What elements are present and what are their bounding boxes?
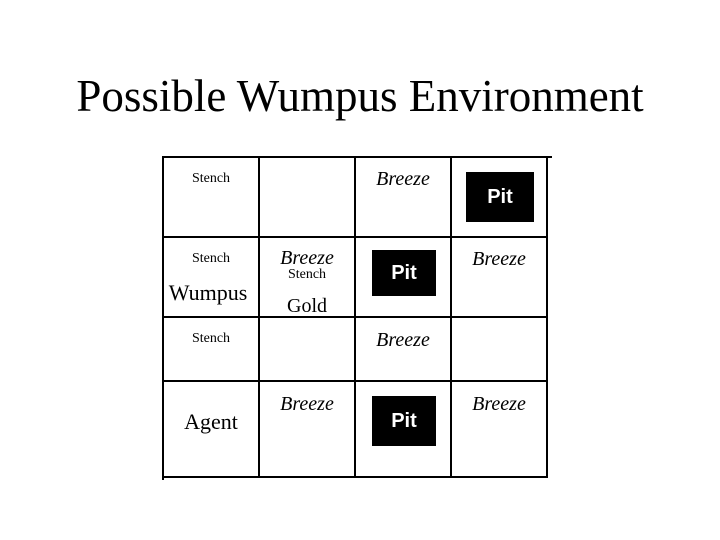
grid-cell-r4c2: Breeze bbox=[260, 382, 356, 478]
breeze-label: Breeze bbox=[376, 168, 430, 190]
grid-cell-r1c4: Pit bbox=[452, 158, 548, 238]
pit-block: Pit bbox=[372, 396, 436, 446]
grid-cell-r2c4: Breeze bbox=[452, 238, 548, 318]
stench-label: Stench bbox=[287, 267, 327, 282]
gold-label: Gold bbox=[287, 295, 327, 317]
grid-cell-r4c3: Pit bbox=[356, 382, 452, 478]
breeze-label: Breeze bbox=[280, 247, 334, 269]
grid-cell-r4c1: Agent bbox=[164, 382, 260, 478]
stench-label: Stench bbox=[191, 171, 231, 186]
pit-block: Pit bbox=[372, 250, 436, 296]
agent-label: Agent bbox=[184, 409, 238, 434]
breeze-label: Breeze bbox=[472, 393, 526, 415]
wumpus-grid: Stench Breeze Pit Stench Wumpus Breeze S… bbox=[162, 156, 552, 480]
grid-cell-r2c1: Stench Wumpus bbox=[164, 238, 260, 318]
grid-cell-r1c2 bbox=[260, 158, 356, 238]
grid-cell-r3c3: Breeze bbox=[356, 318, 452, 382]
grid-cell-r1c1: Stench bbox=[164, 158, 260, 238]
wumpus-label: Wumpus bbox=[168, 280, 248, 305]
grid-cell-r1c3: Breeze bbox=[356, 158, 452, 238]
grid-cell-r3c1: Stench bbox=[164, 318, 260, 382]
grid-cell-r3c2 bbox=[260, 318, 356, 382]
grid-cell-r4c4: Breeze bbox=[452, 382, 548, 478]
grid-cell-r3c4 bbox=[452, 318, 548, 382]
breeze-label: Breeze bbox=[472, 248, 526, 270]
grid-cell-r2c3: Pit bbox=[356, 238, 452, 318]
stench-label: Stench bbox=[191, 331, 231, 346]
breeze-label: Breeze bbox=[376, 329, 430, 351]
stench-label: Stench bbox=[191, 251, 231, 266]
pit-block: Pit bbox=[466, 172, 534, 222]
breeze-label: Breeze bbox=[280, 393, 334, 415]
grid-cell-r2c2: Breeze Stench Gold bbox=[260, 238, 356, 318]
page-title: Possible Wumpus Environment bbox=[76, 71, 644, 121]
